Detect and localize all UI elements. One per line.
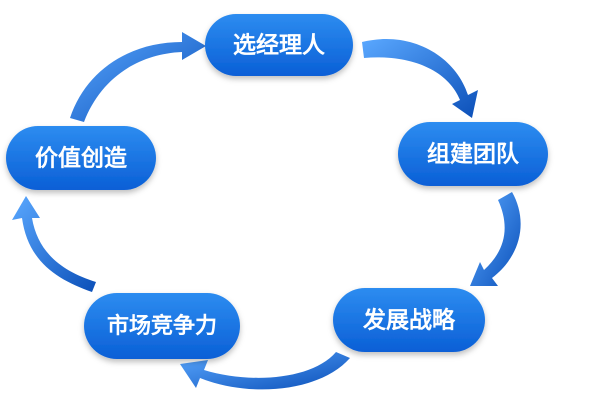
- arrow-develop-strategy-to-market-competitiveness: [180, 352, 350, 390]
- cycle-nodes: 选经理人 组建团队 发展战略 市场竞争力 价值创造: [6, 14, 548, 359]
- node-market-competitiveness: 市场竞争力: [84, 293, 240, 359]
- node-label-develop-strategy: 发展战略: [362, 307, 456, 334]
- node-label-select-manager: 选经理人: [233, 32, 326, 59]
- cycle-arrows: [12, 32, 521, 390]
- node-label-value-creation: 价值创造: [35, 145, 128, 172]
- arrow-build-team-to-develop-strategy: [470, 192, 521, 286]
- arrow-market-competitiveness-to-value-creation: [12, 196, 96, 292]
- node-develop-strategy: 发展战略: [333, 288, 485, 352]
- node-value-creation: 价值创造: [6, 126, 156, 190]
- node-select-manager: 选经理人: [205, 14, 353, 76]
- node-label-build-team: 组建团队: [427, 141, 520, 168]
- arrow-value-creation-to-select-manager: [70, 32, 206, 122]
- arrow-select-manager-to-build-team: [362, 38, 478, 118]
- node-label-market-competitiveness: 市场竞争力: [107, 313, 217, 339]
- node-build-team: 组建团队: [398, 122, 548, 186]
